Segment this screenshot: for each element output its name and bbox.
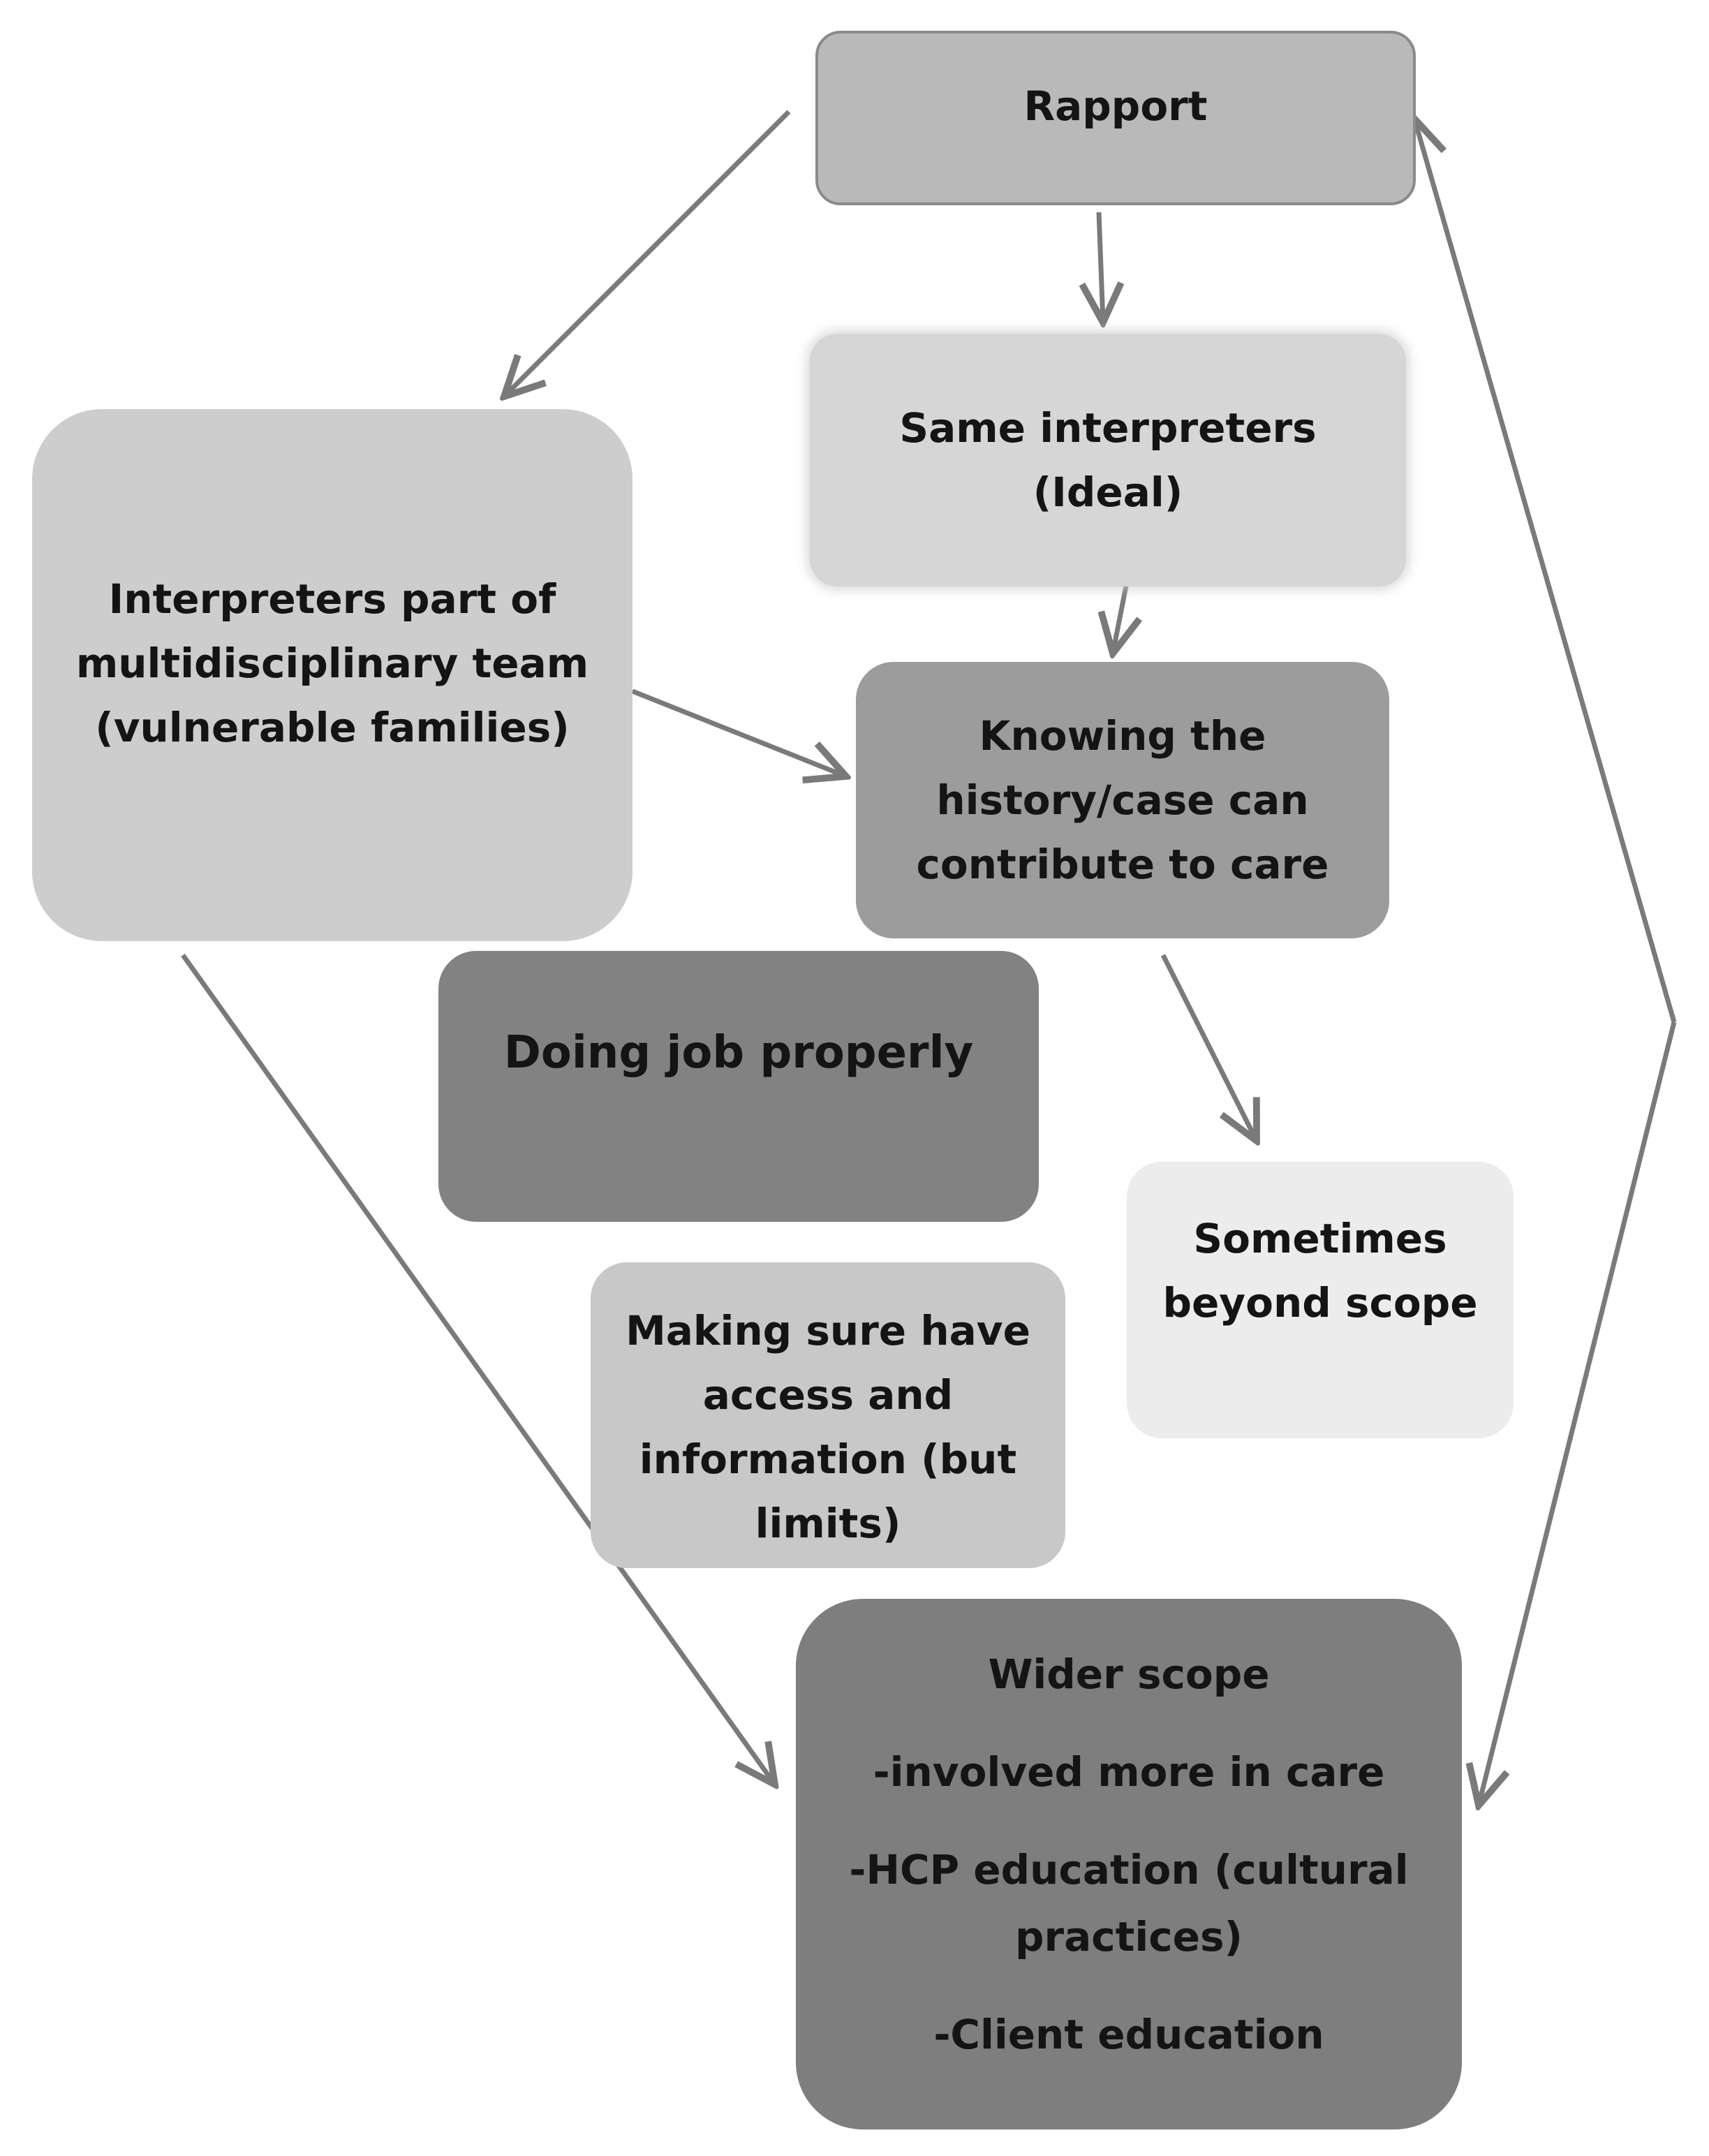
node-wider-scope: Wider scope -involved more in care -HCP …	[796, 1599, 1462, 2129]
arrow-same-interpreters-to-knowing	[1113, 582, 1127, 654]
arrow-side-to-rapport	[1414, 119, 1677, 1023]
node-making-sure-line-4: limits)	[755, 1500, 901, 1547]
node-knowing-history: Knowing the history/case can contribute …	[856, 662, 1389, 938]
node-same-interpreters-line-2: (Ideal)	[1033, 468, 1183, 516]
arrow-rapport-to-interpreters-team	[504, 110, 791, 397]
node-interpreters-team-line-3: (vulnerable families)	[95, 704, 570, 751]
node-rapport-label: Rapport	[1023, 82, 1208, 130]
node-rapport: Rapport	[815, 31, 1416, 205]
node-wider-scope-item-2-line-2: practices)	[1015, 1913, 1243, 1961]
node-making-sure: Making sure have access and information …	[591, 1262, 1065, 1568]
node-sometimes-beyond-line-2: beyond scope	[1162, 1279, 1478, 1327]
node-wider-scope-item-3: -Client education	[933, 2011, 1324, 2058]
node-doing-job: Doing job properly	[438, 951, 1039, 1222]
node-doing-job-label: Doing job properly	[503, 1027, 974, 1079]
node-knowing-history-line-2: history/case can	[936, 776, 1309, 824]
node-same-interpreters: Same interpreters (Ideal)	[810, 334, 1406, 586]
node-interpreters-team: Interpreters part of multidisciplinary t…	[32, 409, 632, 941]
node-interpreters-team-line-1: Interpreters part of	[108, 575, 556, 623]
node-making-sure-line-2: access and	[702, 1371, 954, 1419]
arrow-interpreters-team-to-knowing	[631, 688, 846, 776]
node-wider-scope-item-1: -involved more in care	[873, 1748, 1385, 1796]
arrow-knowing-to-sometimes-beyond	[1160, 954, 1257, 1141]
node-knowing-history-line-3: contribute to care	[916, 841, 1329, 888]
node-sometimes-beyond-line-1: Sometimes	[1193, 1215, 1447, 1262]
arrow-rapport-to-same-interpreters	[1099, 212, 1103, 323]
arrow-interpreters-team-to-wider-scope	[181, 953, 775, 1785]
node-knowing-history-line-1: Knowing the	[979, 712, 1266, 760]
node-making-sure-line-1: Making sure have	[626, 1307, 1030, 1354]
node-wider-scope-title: Wider scope	[988, 1651, 1270, 1698]
node-making-sure-text: Making sure have access and information …	[626, 1299, 1030, 1550]
node-interpreters-team-line-2: multidisciplinary team	[75, 640, 589, 687]
node-making-sure-line-3: information (but	[639, 1435, 1017, 1483]
node-wider-scope-item-2-line-1: -HCP education (cultural	[849, 1846, 1409, 1893]
node-sometimes-beyond: Sometimes beyond scope	[1127, 1162, 1514, 1438]
arrow-side-to-wider-scope	[1479, 1021, 1677, 1806]
node-same-interpreters-line-1: Same interpreters	[899, 404, 1317, 452]
